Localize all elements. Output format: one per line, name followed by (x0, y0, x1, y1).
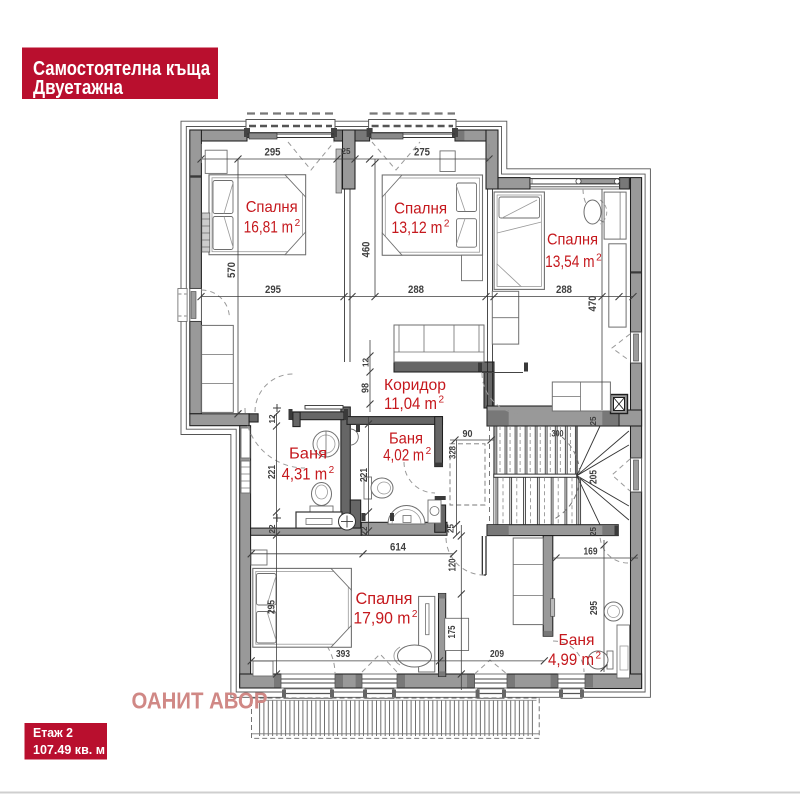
svg-text:Спалня: Спалня (547, 232, 598, 249)
svg-text:4,02 m: 4,02 m (383, 447, 424, 465)
svg-text:25: 25 (446, 524, 456, 533)
svg-text:Баня: Баня (389, 431, 423, 448)
svg-text:11,04 m: 11,04 m (384, 395, 437, 413)
svg-text:4,99 m: 4,99 m (548, 651, 594, 669)
svg-text:120: 120 (448, 558, 459, 571)
svg-text:175: 175 (447, 625, 458, 638)
svg-text:2: 2 (412, 609, 418, 620)
svg-text:Спалня: Спалня (356, 590, 413, 608)
svg-text:4,31 m: 4,31 m (282, 466, 328, 484)
svg-text:614: 614 (390, 542, 407, 554)
svg-text:13,12 m: 13,12 m (391, 219, 442, 237)
svg-text:16,81 m: 16,81 m (244, 218, 294, 236)
svg-text:22: 22 (359, 526, 369, 535)
svg-text:570: 570 (226, 262, 238, 278)
svg-text:25: 25 (588, 416, 598, 425)
svg-text:Баня: Баня (289, 446, 327, 463)
svg-text:Етаж 2: Етаж 2 (33, 725, 73, 740)
svg-text:90: 90 (463, 429, 473, 440)
svg-text:2: 2 (329, 465, 335, 476)
svg-text:288: 288 (408, 284, 424, 296)
svg-text:Баня: Баня (559, 632, 595, 649)
svg-text:295: 295 (265, 284, 281, 296)
svg-text:12: 12 (267, 414, 277, 423)
svg-text:393: 393 (336, 649, 350, 660)
svg-text:25: 25 (342, 146, 351, 156)
svg-text:205: 205 (589, 470, 600, 484)
svg-text:221: 221 (267, 465, 278, 479)
svg-text:470: 470 (587, 296, 599, 312)
svg-text:2: 2 (444, 219, 450, 230)
svg-text:107.49 кв. м: 107.49 кв. м (33, 742, 105, 757)
svg-text:295: 295 (267, 600, 278, 614)
svg-text:295: 295 (589, 601, 600, 615)
svg-text:169: 169 (584, 547, 598, 558)
svg-text:22: 22 (267, 524, 277, 533)
svg-text:2: 2 (426, 446, 432, 457)
svg-text:Самостоятелна къща: Самостоятелна къща (33, 58, 211, 80)
svg-text:Спалня: Спалня (394, 201, 447, 218)
svg-text:ОАНИТ АВОР: ОАНИТ АВОР (132, 688, 268, 714)
svg-text:295: 295 (265, 147, 281, 159)
svg-text:288: 288 (556, 284, 572, 296)
svg-text:Коридор: Коридор (384, 377, 446, 394)
svg-text:221: 221 (359, 468, 370, 482)
svg-text:17,90 m: 17,90 m (353, 610, 410, 628)
svg-text:275: 275 (414, 147, 430, 159)
svg-text:328: 328 (448, 446, 459, 459)
svg-text:2: 2 (439, 395, 445, 406)
svg-text:98: 98 (361, 383, 372, 393)
svg-text:Спалня: Спалня (246, 199, 298, 216)
svg-text:300: 300 (552, 429, 564, 439)
svg-text:2: 2 (596, 253, 602, 264)
svg-text:25: 25 (588, 527, 598, 536)
svg-text:12: 12 (361, 358, 371, 367)
svg-text:460: 460 (361, 242, 373, 258)
svg-text:209: 209 (490, 649, 504, 660)
svg-text:2: 2 (295, 218, 301, 229)
svg-text:Двуетажна: Двуетажна (33, 77, 124, 99)
svg-text:13,54 m: 13,54 m (545, 253, 595, 271)
svg-text:2: 2 (596, 651, 602, 662)
